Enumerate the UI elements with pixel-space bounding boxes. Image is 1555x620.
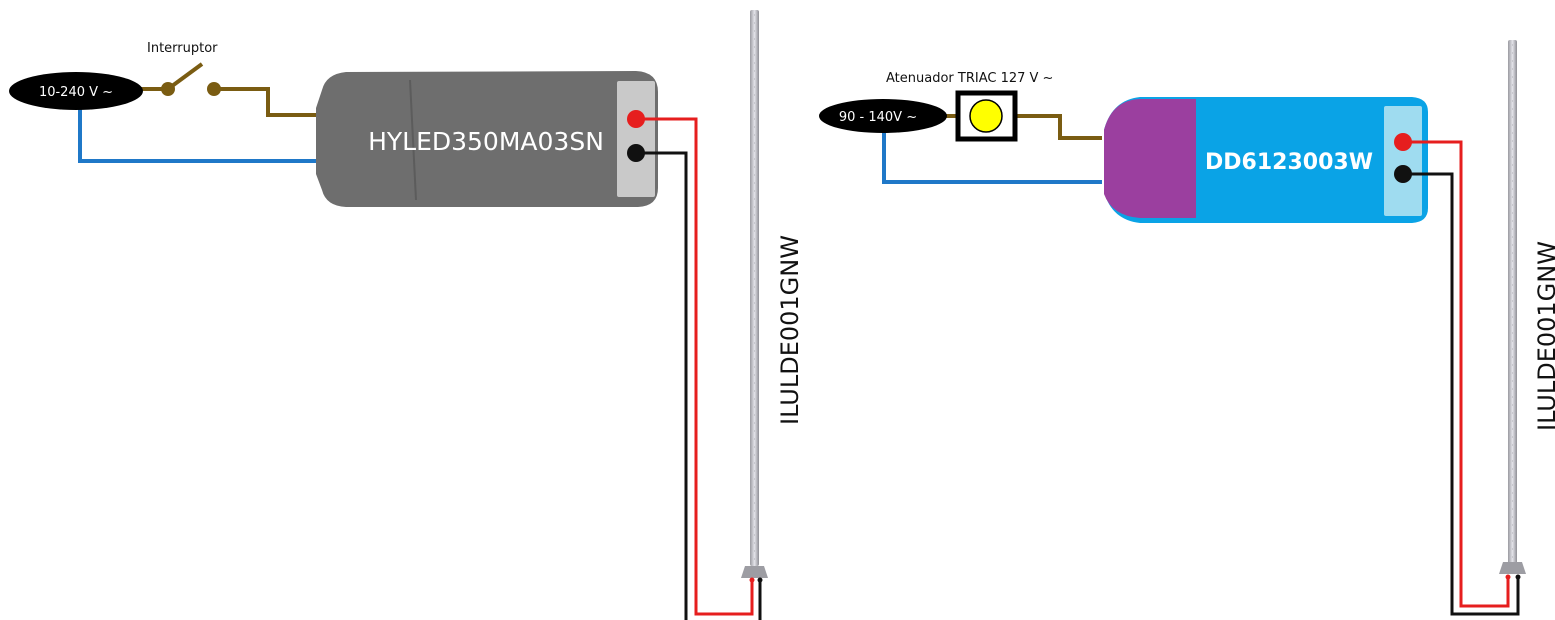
left-supply-ellipse: [9, 72, 143, 110]
right-terminal-block: [1384, 106, 1422, 216]
right-phase-wire-b: [1015, 114, 1102, 140]
right-supply-ellipse: [819, 99, 947, 133]
left-positive-wire: [636, 117, 754, 616]
right-driver-cap: [1104, 99, 1196, 218]
left-driver-seam: [409, 79, 417, 201]
left-neutral-wire: [78, 105, 318, 163]
right-negative-wire: [1403, 172, 1520, 616]
dimmer-label: Atenuador TRIAC 127 V ~: [886, 71, 1053, 86]
left-positive-terminal: [627, 110, 645, 128]
left-terminal-block: [617, 81, 655, 197]
right-positive-terminal: [1394, 133, 1412, 151]
right-circuit: 90 - 140V ~ Atenuador TRIAC 127 V ~ DD61…: [819, 40, 1555, 616]
left-driver-body: [316, 71, 658, 207]
right-positive-wire: [1403, 140, 1510, 608]
right-negative-terminal: [1394, 165, 1412, 183]
right-driver-label: DD6123003W: [1205, 150, 1373, 175]
switch-label: Interruptor: [147, 41, 218, 56]
left-led-tube-icon: [741, 10, 768, 583]
right-supply-label: 90 - 140V ~: [839, 110, 917, 125]
left-lamp-label: ILULDE001GNW: [776, 235, 804, 425]
left-driver-label: HYLED350MA03SN: [368, 127, 604, 156]
right-neutral-wire: [882, 128, 1102, 184]
left-circuit: Interruptor 10-240 V ~ HYLED350MA03SN IL…: [9, 10, 804, 620]
dimmer-knob-icon: [955, 90, 1018, 142]
right-led-tube-icon: [1499, 40, 1526, 580]
left-negative-terminal: [627, 144, 645, 162]
left-negative-wire: [636, 151, 688, 620]
right-lamp-label: ILULDE001GNW: [1533, 241, 1555, 431]
switch-icon: [161, 62, 221, 96]
left-phase-wire-b: [214, 87, 318, 117]
left-supply-label: 10-240 V ~: [39, 85, 113, 100]
